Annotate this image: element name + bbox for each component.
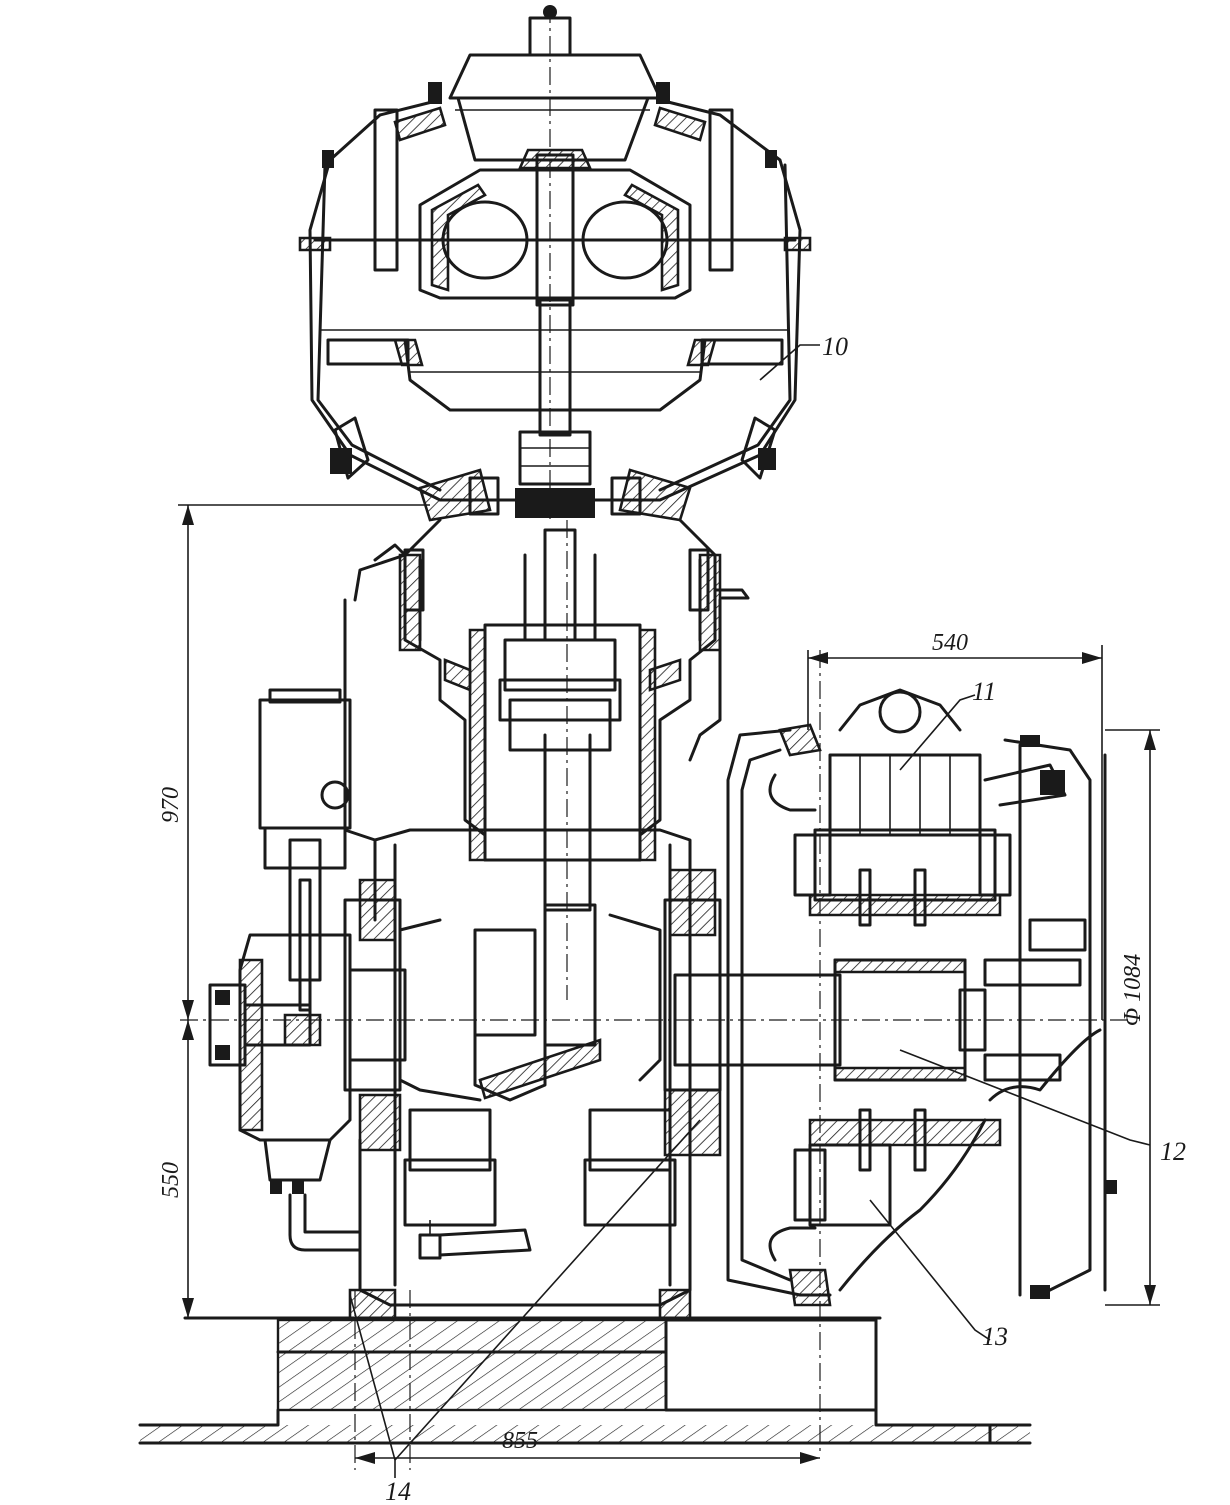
callout-13: 13 bbox=[982, 1322, 1008, 1351]
top-dome-assembly bbox=[298, 5, 812, 522]
dimension-970: 970 bbox=[158, 787, 184, 823]
dimension-855: 855 bbox=[502, 1428, 538, 1454]
callout-10: 10 bbox=[822, 332, 848, 361]
callout-11: 11 bbox=[972, 677, 996, 706]
dimension-diameter-1084: Φ 1084 bbox=[1120, 954, 1146, 1026]
left-pump-assembly bbox=[208, 688, 407, 1252]
foundation bbox=[138, 1288, 1032, 1445]
engine-frame bbox=[343, 518, 750, 1000]
centerlines bbox=[354, 5, 821, 1470]
crankcase bbox=[343, 828, 722, 1307]
dimension-540: 540 bbox=[932, 630, 968, 656]
callout-12: 12 bbox=[1160, 1137, 1186, 1166]
generator-assembly bbox=[180, 688, 1130, 1307]
leader-lines bbox=[349, 344, 1151, 1478]
dimension-lines bbox=[178, 504, 1160, 1464]
callout-14: 14 bbox=[385, 1477, 411, 1505]
dimension-550: 550 bbox=[158, 1162, 184, 1198]
